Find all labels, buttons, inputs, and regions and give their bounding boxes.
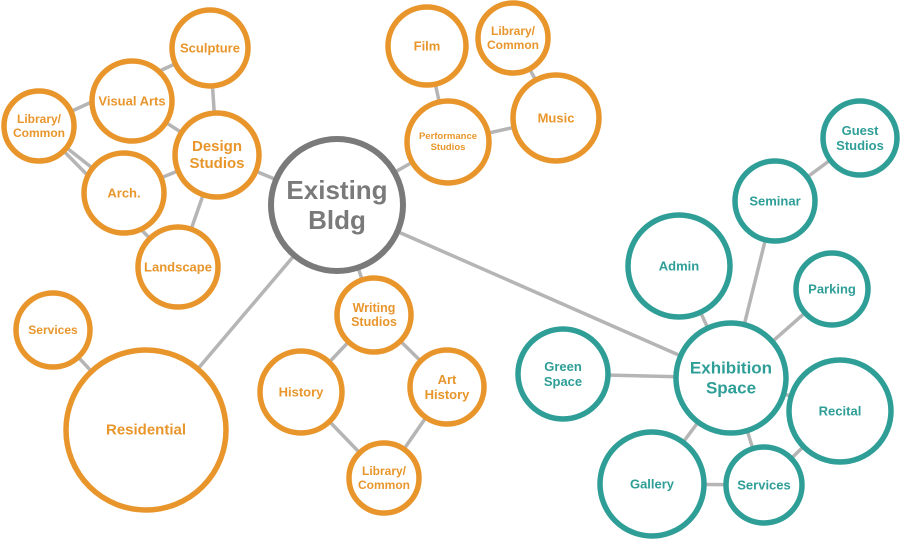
- node-recital: Recital: [786, 357, 894, 465]
- node-sculpture: Sculpture: [169, 7, 251, 89]
- node-label-visual-arts-line-1: Visual Arts: [98, 94, 165, 109]
- node-circle-sculpture: [169, 7, 251, 89]
- node-label-sculpture-line-1: Sculpture: [180, 41, 240, 56]
- node-circle-residential: [63, 347, 229, 513]
- node-label-film-line-1: Film: [414, 39, 441, 54]
- node-circle-design-studios: [172, 110, 262, 200]
- node-circle-writing-studios: [334, 275, 414, 355]
- node-label-services-left-line-1: Services: [28, 323, 78, 337]
- node-label-arch-line-1: Arch.: [107, 186, 140, 201]
- node-history: History: [257, 348, 345, 436]
- node-label-exhibition-space-line-2: Space: [706, 378, 756, 397]
- node-label-performance-studios-line-1: Performance: [419, 131, 477, 142]
- node-gallery: Gallery: [597, 429, 707, 539]
- node-label-landscape-line-1: Landscape: [144, 260, 212, 275]
- node-label-art-history-line-1: Art: [438, 372, 457, 387]
- node-label-guest-studios-line-1: Guest: [842, 123, 880, 138]
- node-music: Music: [510, 72, 602, 164]
- node-circle-library-common-left: [1, 88, 77, 164]
- node-label-history-line-1: History: [279, 385, 325, 400]
- node-services-right: Services: [723, 444, 805, 526]
- node-circle-landscape: [135, 224, 221, 310]
- node-label-library-common-left-line-1: Library/: [17, 112, 62, 126]
- node-label-seminar-line-1: Seminar: [749, 194, 800, 209]
- node-admin: Admin: [625, 212, 733, 320]
- node-visual-arts: Visual Arts: [89, 58, 175, 144]
- node-label-art-history-line-2: History: [425, 387, 471, 402]
- node-label-green-space-line-1: Green: [544, 359, 582, 374]
- node-circle-services-right: [723, 444, 805, 526]
- node-circle-exhibition-space: [673, 320, 789, 436]
- node-label-admin-line-1: Admin: [659, 259, 700, 274]
- node-circle-services-left: [13, 290, 93, 370]
- node-circle-visual-arts: [89, 58, 175, 144]
- node-circle-gallery: [597, 429, 707, 539]
- node-label-writing-studios-line-1: Writing: [353, 301, 396, 315]
- node-label-existing-bldg-line-2: Bldg: [308, 205, 366, 235]
- node-circle-film: [385, 4, 469, 88]
- node-seminar: Seminar: [732, 158, 818, 244]
- node-circle-history: [257, 348, 345, 436]
- node-label-residential-line-1: Residential: [106, 422, 186, 439]
- node-label-library-common-top-line-1: Library/: [491, 24, 536, 38]
- node-circle-guest-studios: [820, 98, 900, 178]
- node-label-library-common-bottom-line-1: Library/: [362, 464, 407, 478]
- node-circle-admin: [625, 212, 733, 320]
- node-label-design-studios-line-2: Studios: [190, 155, 245, 172]
- node-services-left: Services: [13, 290, 93, 370]
- node-label-existing-bldg-line-1: Existing: [286, 175, 387, 205]
- node-label-library-common-top-line-2: Common: [487, 38, 539, 52]
- node-circle-seminar: [732, 158, 818, 244]
- node-circle-arch: [81, 150, 167, 236]
- node-label-services-right-line-1: Services: [737, 478, 791, 493]
- node-label-green-space-line-2: Space: [544, 374, 582, 389]
- node-label-gallery-line-1: Gallery: [630, 477, 675, 492]
- node-circle-art-history: [407, 347, 487, 427]
- node-circle-library-common-bottom: [346, 440, 422, 516]
- node-landscape: Landscape: [135, 224, 221, 310]
- node-label-writing-studios-line-2: Studios: [351, 315, 397, 329]
- node-label-design-studios-line-1: Design: [192, 138, 242, 155]
- node-circle-green-space: [515, 326, 611, 422]
- node-label-parking-line-1: Parking: [808, 282, 856, 297]
- edge-existing-bldg-to-exhibition-space: [336, 203, 732, 380]
- node-label-music-line-1: Music: [538, 111, 575, 126]
- node-label-library-common-bottom-line-2: Common: [358, 478, 410, 492]
- node-label-performance-studios-line-2: Studios: [431, 142, 466, 153]
- node-label-library-common-left-line-2: Common: [13, 126, 65, 140]
- node-library-common-top: Library/Common: [475, 0, 551, 76]
- node-library-common-bottom: Library/Common: [346, 440, 422, 516]
- node-circle-library-common-top: [475, 0, 551, 76]
- node-circle-music: [510, 72, 602, 164]
- node-film: Film: [385, 4, 469, 88]
- node-circle-recital: [786, 357, 894, 465]
- node-circle-performance-studios: [404, 98, 492, 186]
- node-circle-parking: [793, 250, 871, 328]
- node-parking: Parking: [793, 250, 871, 328]
- node-label-recital-line-1: Recital: [819, 404, 862, 419]
- node-residential: Residential: [63, 347, 229, 513]
- node-circle-existing-bldg: [268, 136, 406, 274]
- node-label-exhibition-space-line-1: Exhibition: [690, 359, 772, 378]
- node-label-guest-studios-line-2: Studios: [836, 138, 884, 153]
- node-arch: Arch.: [81, 150, 167, 236]
- node-library-common-left: Library/Common: [1, 88, 77, 164]
